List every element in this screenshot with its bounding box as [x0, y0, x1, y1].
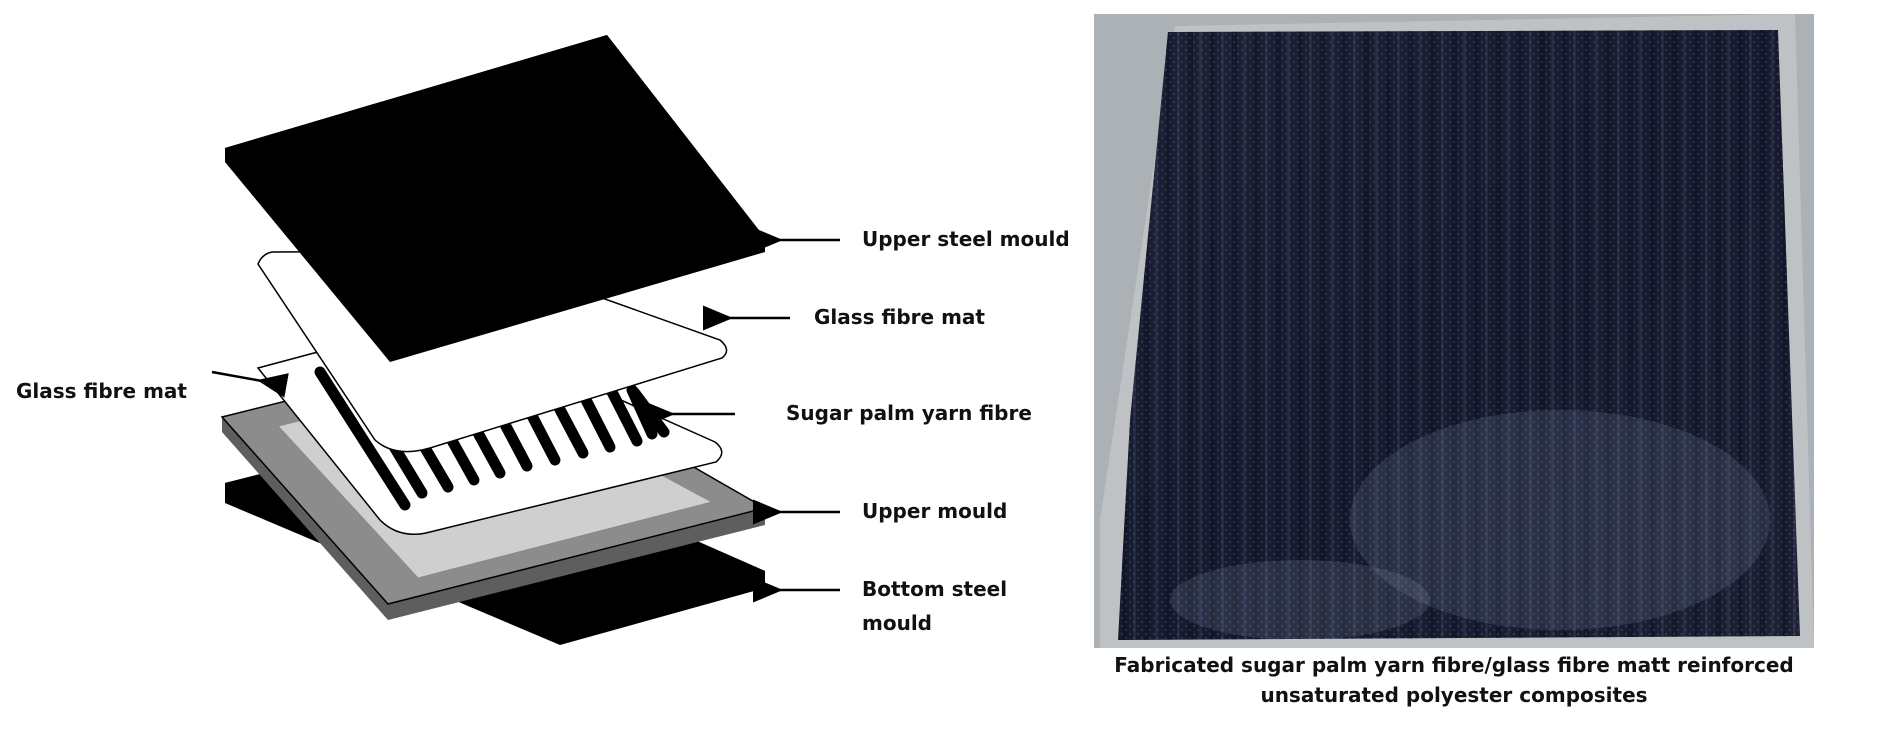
- label-upper-steel-mould: Upper steel mould: [862, 227, 1070, 251]
- label-glass-fibre-mat-top: Glass fibre mat: [814, 305, 985, 329]
- photo-caption-line-2: unsaturated polyester composites: [1260, 683, 1648, 707]
- label-upper-mould: Upper mould: [862, 499, 1008, 523]
- label-sugar-palm-yarn-fibre: Sugar palm yarn fibre: [786, 401, 1032, 425]
- label-bottom-steel-mould-line-1: Bottom steel: [862, 577, 1008, 601]
- photo-caption-line-1: Fabricated sugar palm yarn fibre/glass f…: [1114, 653, 1794, 677]
- composite-photo: [1094, 14, 1814, 648]
- label-bottom-steel-mould-line-2: mould: [862, 611, 932, 635]
- upper-steel-mould-plate: [225, 35, 765, 362]
- label-glass-fibre-mat-left: Glass fibre mat: [16, 379, 187, 403]
- arrow-glass-fibre-mat-left: [211, 370, 289, 398]
- photo-caption: Fabricated sugar palm yarn fibre/glass f…: [1094, 650, 1814, 710]
- label-bottom-steel-mould: Bottom steel mould: [862, 572, 1007, 640]
- label-arrows: [211, 227, 840, 603]
